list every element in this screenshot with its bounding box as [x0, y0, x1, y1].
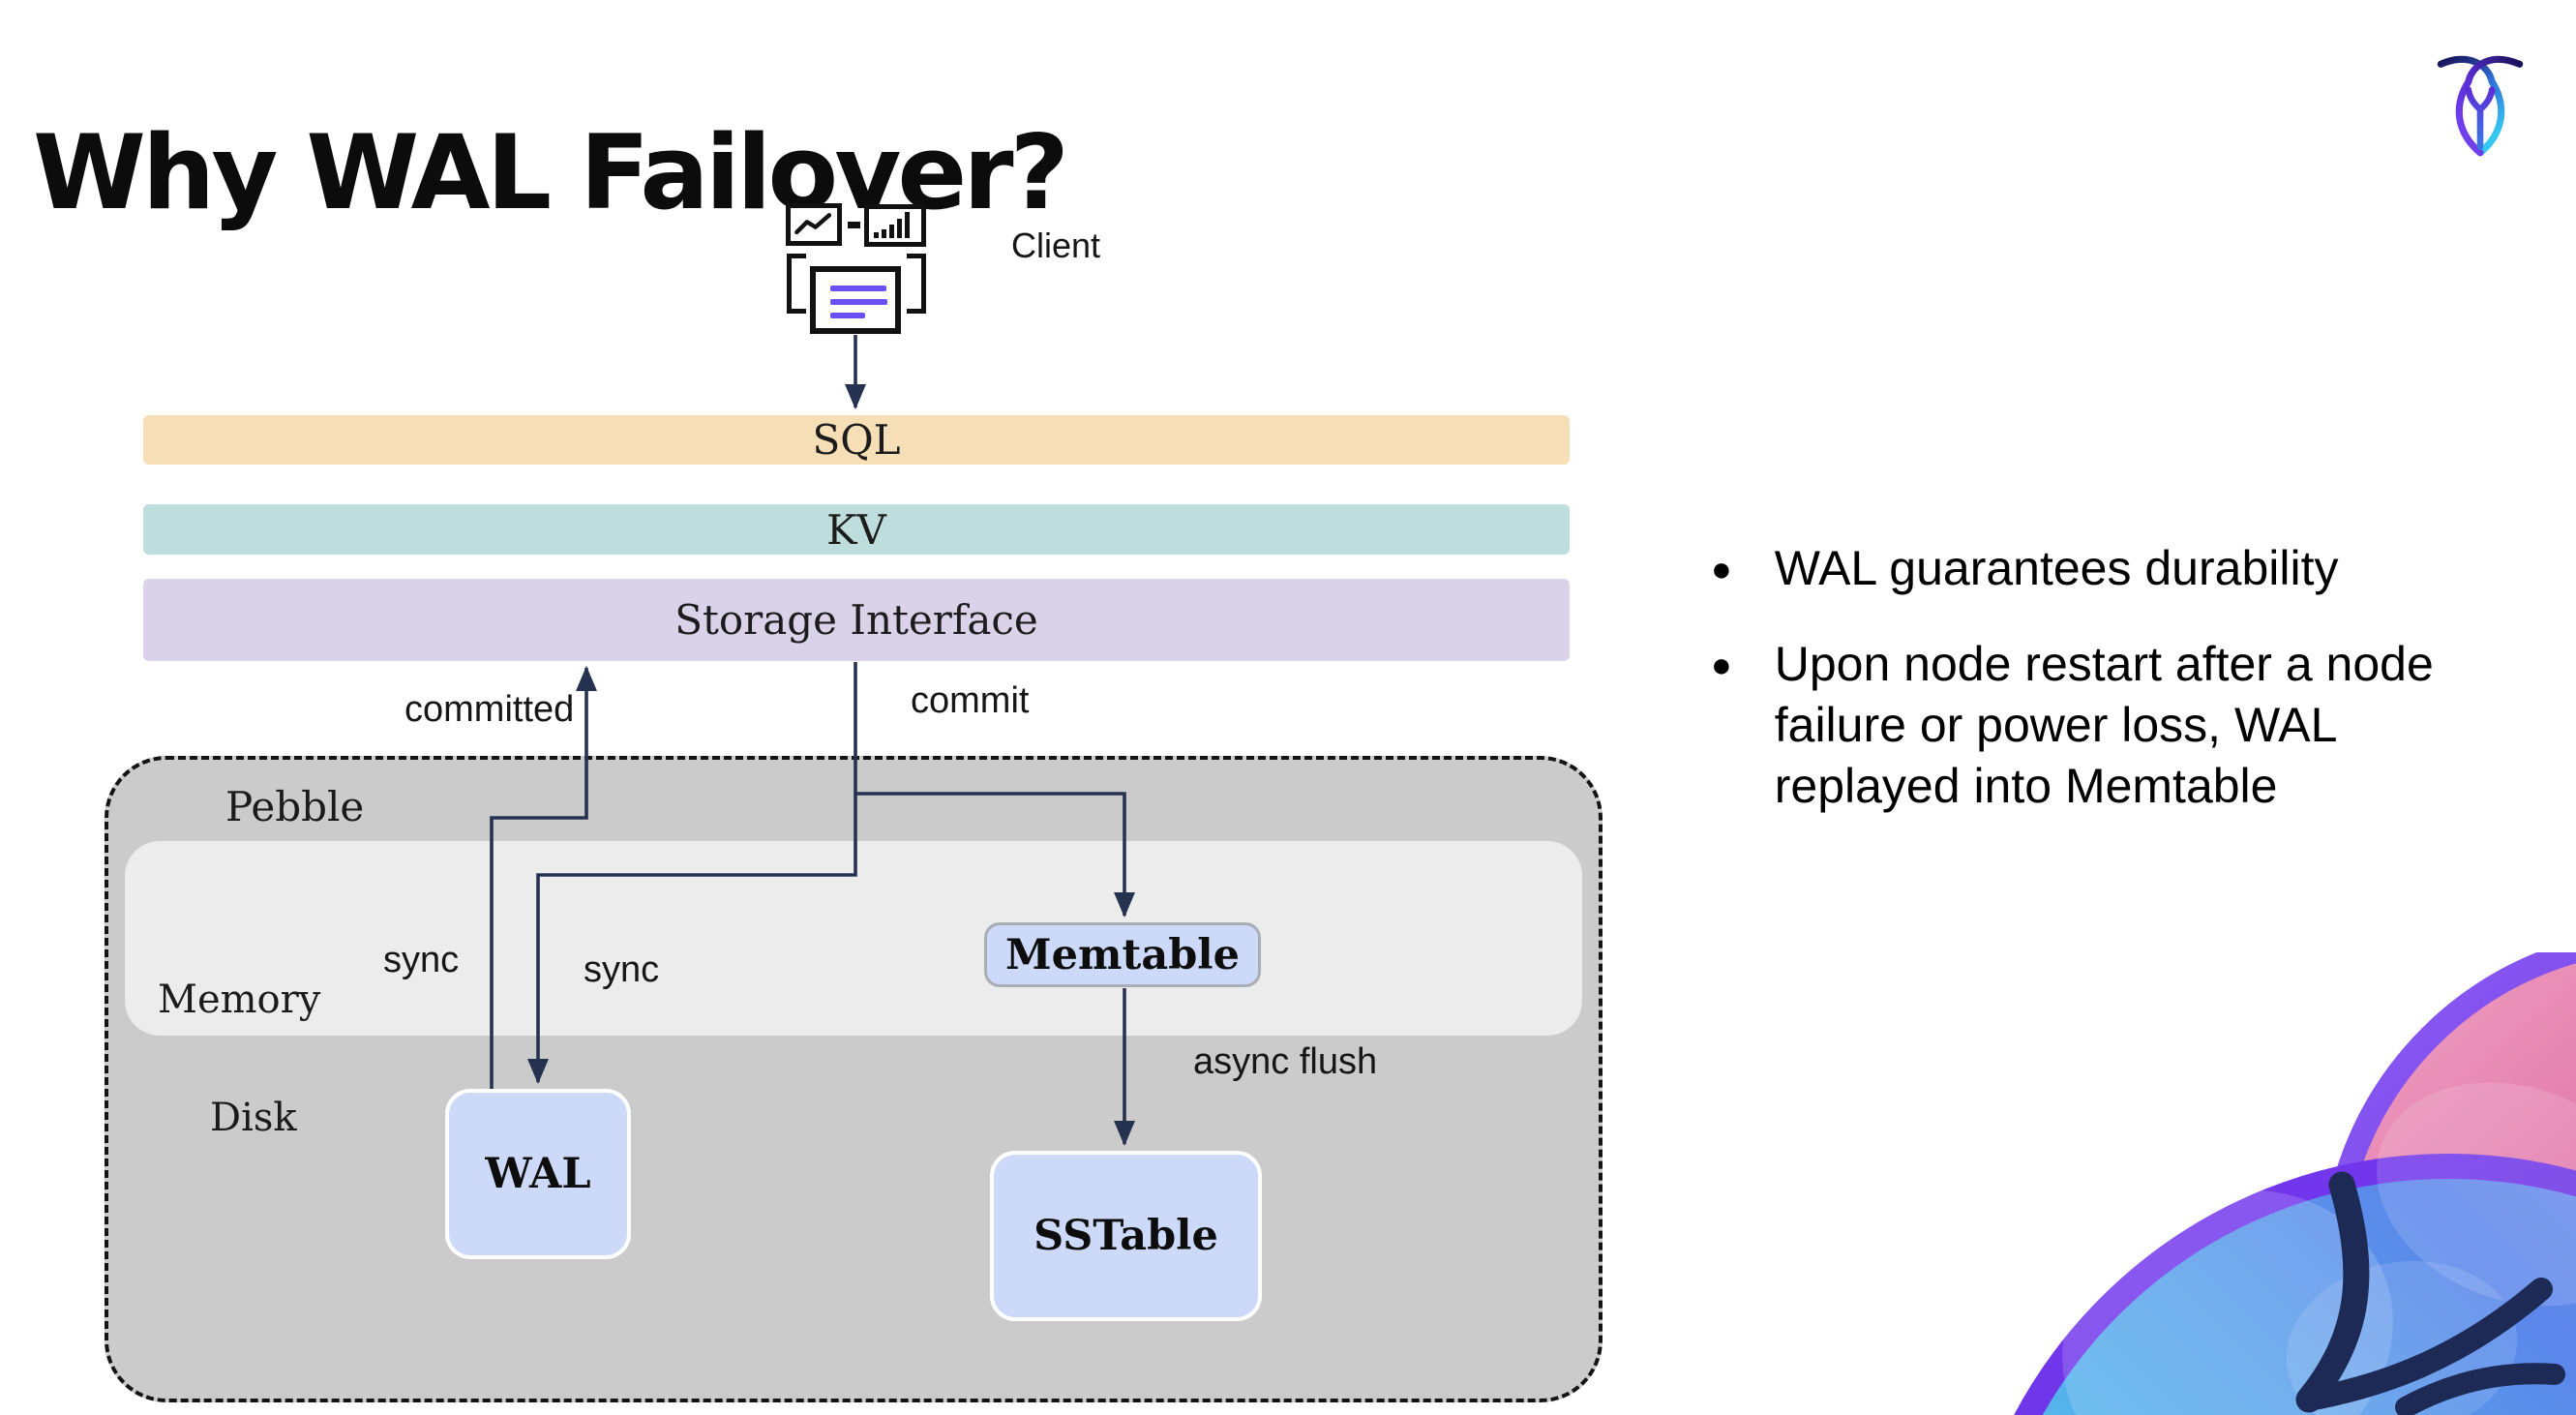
node-wal: WAL [445, 1089, 631, 1259]
dash-icon [848, 222, 860, 228]
edge-label-commit: commit [911, 680, 1030, 721]
memory-band [125, 841, 1582, 1036]
node-memtable: Memtable [984, 922, 1261, 987]
cockroachdb-logo-mark-icon [2437, 55, 2524, 157]
bullet-dot: ● [1711, 549, 1732, 588]
layer-sql: SQL [143, 415, 1570, 465]
client-workstation-icon [784, 199, 929, 337]
edge-label-sync-commit: sync [584, 949, 660, 990]
bullet-text: WAL guarantees durability [1774, 541, 2339, 595]
bullet-item: ● WAL guarantees durability [1711, 538, 2543, 599]
bullet-item: ● Upon node restart after a node failure… [1711, 634, 2543, 817]
node-sstable: SSTable [990, 1151, 1262, 1321]
client-label: Client [1011, 226, 1101, 265]
bracket-left-icon [787, 254, 806, 314]
memory-label: Memory [158, 978, 321, 1022]
layer-storage-interface: Storage Interface [143, 579, 1570, 661]
chart-line-icon [786, 203, 842, 246]
edge-label-sync-committed: sync [383, 940, 460, 980]
document-icon [810, 266, 901, 334]
bullet-text: Upon node restart after a node failure o… [1774, 637, 2434, 813]
bracket-right-icon [907, 254, 926, 314]
chart-bar-icon [864, 204, 926, 247]
bullet-list: ● WAL guarantees durability ● Upon node … [1711, 538, 2543, 852]
pebble-label: Pebble [225, 783, 365, 830]
edge-label-committed: committed [404, 689, 575, 730]
disk-label: Disk [210, 1096, 297, 1140]
layer-kv: KV [143, 504, 1570, 555]
bullet-dot: ● [1711, 645, 1732, 684]
edge-label-async-flush: async flush [1193, 1041, 1378, 1082]
cockroachdb-brand-graphic [1976, 952, 2576, 1415]
